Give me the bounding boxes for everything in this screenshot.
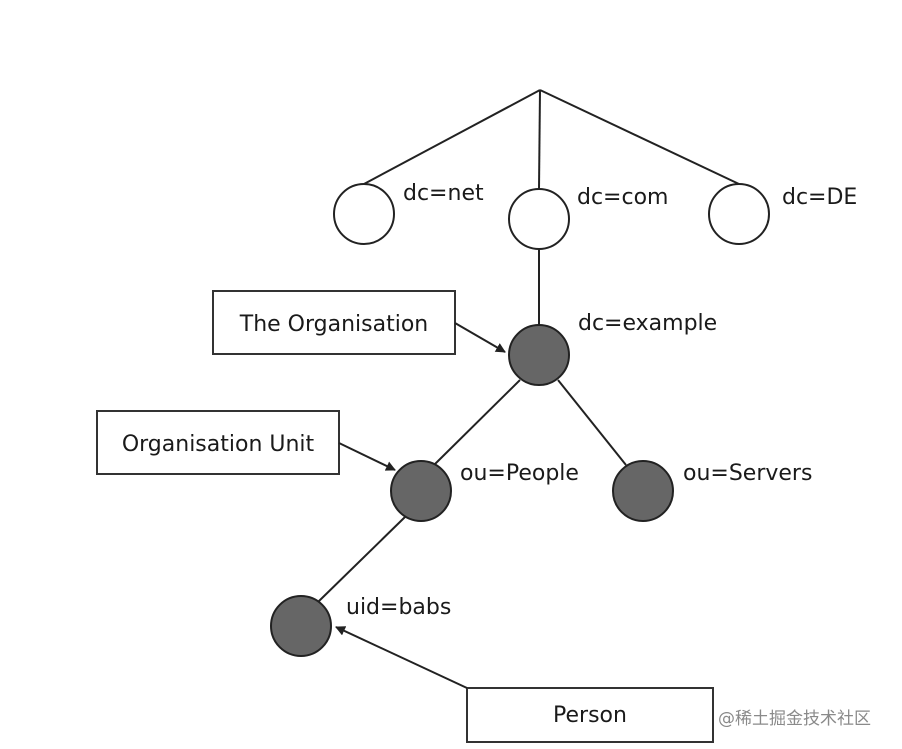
arrow-organisation-to-example [454, 322, 506, 353]
label-dc-example: dc=example [578, 311, 717, 336]
label-dc-de: dc=DE [782, 185, 857, 210]
label-ou-people: ou=People [460, 461, 579, 486]
node-dc-net [333, 183, 395, 245]
arrow-person-to-babs [335, 626, 468, 689]
edge-root-com [538, 89, 541, 190]
box-organisation-unit-label: Organisation Unit [122, 432, 315, 457]
annotation-arrows [335, 322, 506, 689]
edge-root-net [363, 89, 541, 185]
node-dc-de [708, 183, 770, 245]
box-the-organisation-label: The Organisation [239, 312, 428, 337]
node-dc-com [508, 188, 570, 250]
box-person-label: Person [553, 703, 627, 728]
label-uid-babs: uid=babs [346, 595, 451, 620]
node-dc-example [508, 324, 570, 386]
node-uid-babs [270, 595, 332, 657]
label-ou-servers: ou=Servers [683, 461, 812, 486]
edge-example-servers [557, 379, 627, 466]
node-ou-people [390, 460, 452, 522]
box-organisation-unit-frame [96, 410, 340, 475]
edge-example-people [433, 379, 521, 466]
label-dc-net: dc=net [403, 181, 484, 206]
edge-people-babs [317, 516, 406, 603]
box-person: Person [466, 687, 714, 743]
arrow-unit-to-people [338, 442, 396, 471]
edge-root-de [539, 89, 740, 185]
box-the-organisation-frame [212, 290, 456, 355]
tree-nodes [270, 183, 770, 657]
node-ou-servers [612, 460, 674, 522]
tree-edges [317, 89, 740, 603]
box-organisation-unit: Organisation Unit [96, 410, 340, 475]
box-person-frame [466, 687, 714, 743]
label-dc-com: dc=com [577, 185, 668, 210]
box-the-organisation: The Organisation [212, 290, 456, 355]
watermark-text: @稀土掘金技术社区 [718, 709, 871, 729]
